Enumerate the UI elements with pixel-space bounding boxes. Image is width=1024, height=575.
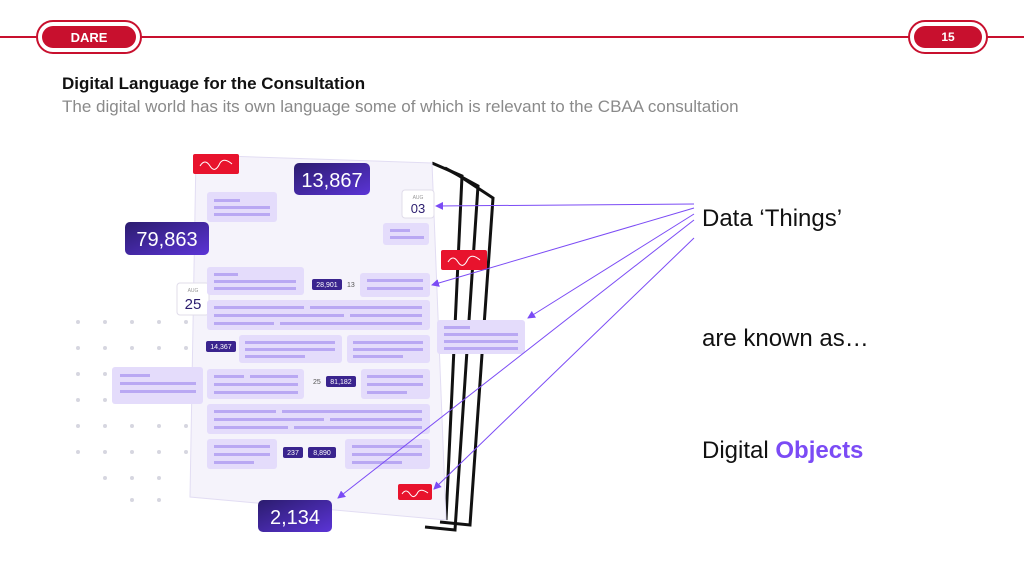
header-rule: [0, 36, 1024, 38]
svg-text:AUG: AUG: [413, 195, 424, 201]
svg-text:AUG: AUG: [188, 288, 199, 294]
signature-stamp: [441, 250, 487, 270]
page-number-badge: 15: [908, 20, 988, 54]
svg-text:2,134: 2,134: [270, 507, 320, 529]
svg-text:14,367: 14,367: [210, 344, 232, 351]
content-card: [207, 192, 277, 222]
content-card: [112, 367, 203, 404]
content-card: [207, 439, 277, 469]
page-number: 15: [914, 26, 982, 48]
content-card: [361, 369, 430, 399]
svg-text:03: 03: [411, 201, 425, 216]
content-card: [437, 320, 525, 354]
slide-title: Digital Language for the Consultation: [62, 74, 366, 93]
brand-badge: DARE: [36, 20, 142, 54]
signature-stamp: [193, 154, 239, 174]
label-digital-objects: Digital Objects: [702, 437, 863, 465]
svg-text:13,867: 13,867: [301, 170, 362, 192]
svg-text:81,182: 81,182: [330, 379, 352, 386]
svg-text:25: 25: [185, 296, 202, 313]
dot-grid: [76, 320, 188, 502]
pointer-arrows: [337, 201, 695, 499]
brand-label: DARE: [42, 26, 136, 48]
content-card: [207, 300, 430, 330]
label-data-things: Data ‘Things’: [702, 205, 843, 232]
label-digital: Digital: [702, 437, 769, 464]
number-tag-14367: 14,367: [206, 341, 236, 352]
content-card: [345, 439, 430, 469]
signature-stamp: [398, 484, 432, 500]
number-badge-79863: 79,863: [125, 222, 209, 255]
date-chip-03: AUG 03: [401, 189, 435, 219]
number-tag-25: 25: [313, 379, 321, 386]
number-tag-13: 13: [347, 282, 355, 289]
svg-text:79,863: 79,863: [136, 229, 197, 251]
date-chip-25: AUG 25: [176, 282, 210, 316]
number-tag-237: 237: [283, 447, 303, 458]
content-card: [360, 273, 430, 297]
number-tag-28901: 28,901: [312, 279, 342, 290]
content-card: [207, 267, 304, 295]
content-card: [383, 223, 429, 245]
number-badge-13867: 13,867: [294, 163, 370, 195]
number-tag-8890: 8,890: [308, 447, 336, 458]
page-stack-edges: [424, 161, 495, 532]
slide-subtitle: The digital world has its own language s…: [62, 97, 739, 116]
number-tag-81182: 81,182: [326, 376, 356, 387]
content-card: [347, 335, 430, 363]
content-card: [207, 369, 304, 399]
svg-text:28,901: 28,901: [316, 282, 338, 289]
number-badge-2134: 2,134: [258, 500, 332, 532]
svg-text:8,890: 8,890: [313, 450, 331, 457]
content-card: [239, 335, 342, 363]
label-objects: Objects: [775, 437, 864, 464]
label-known-as: are known as…: [702, 325, 869, 352]
svg-text:237: 237: [287, 450, 299, 457]
content-card: [207, 404, 430, 434]
